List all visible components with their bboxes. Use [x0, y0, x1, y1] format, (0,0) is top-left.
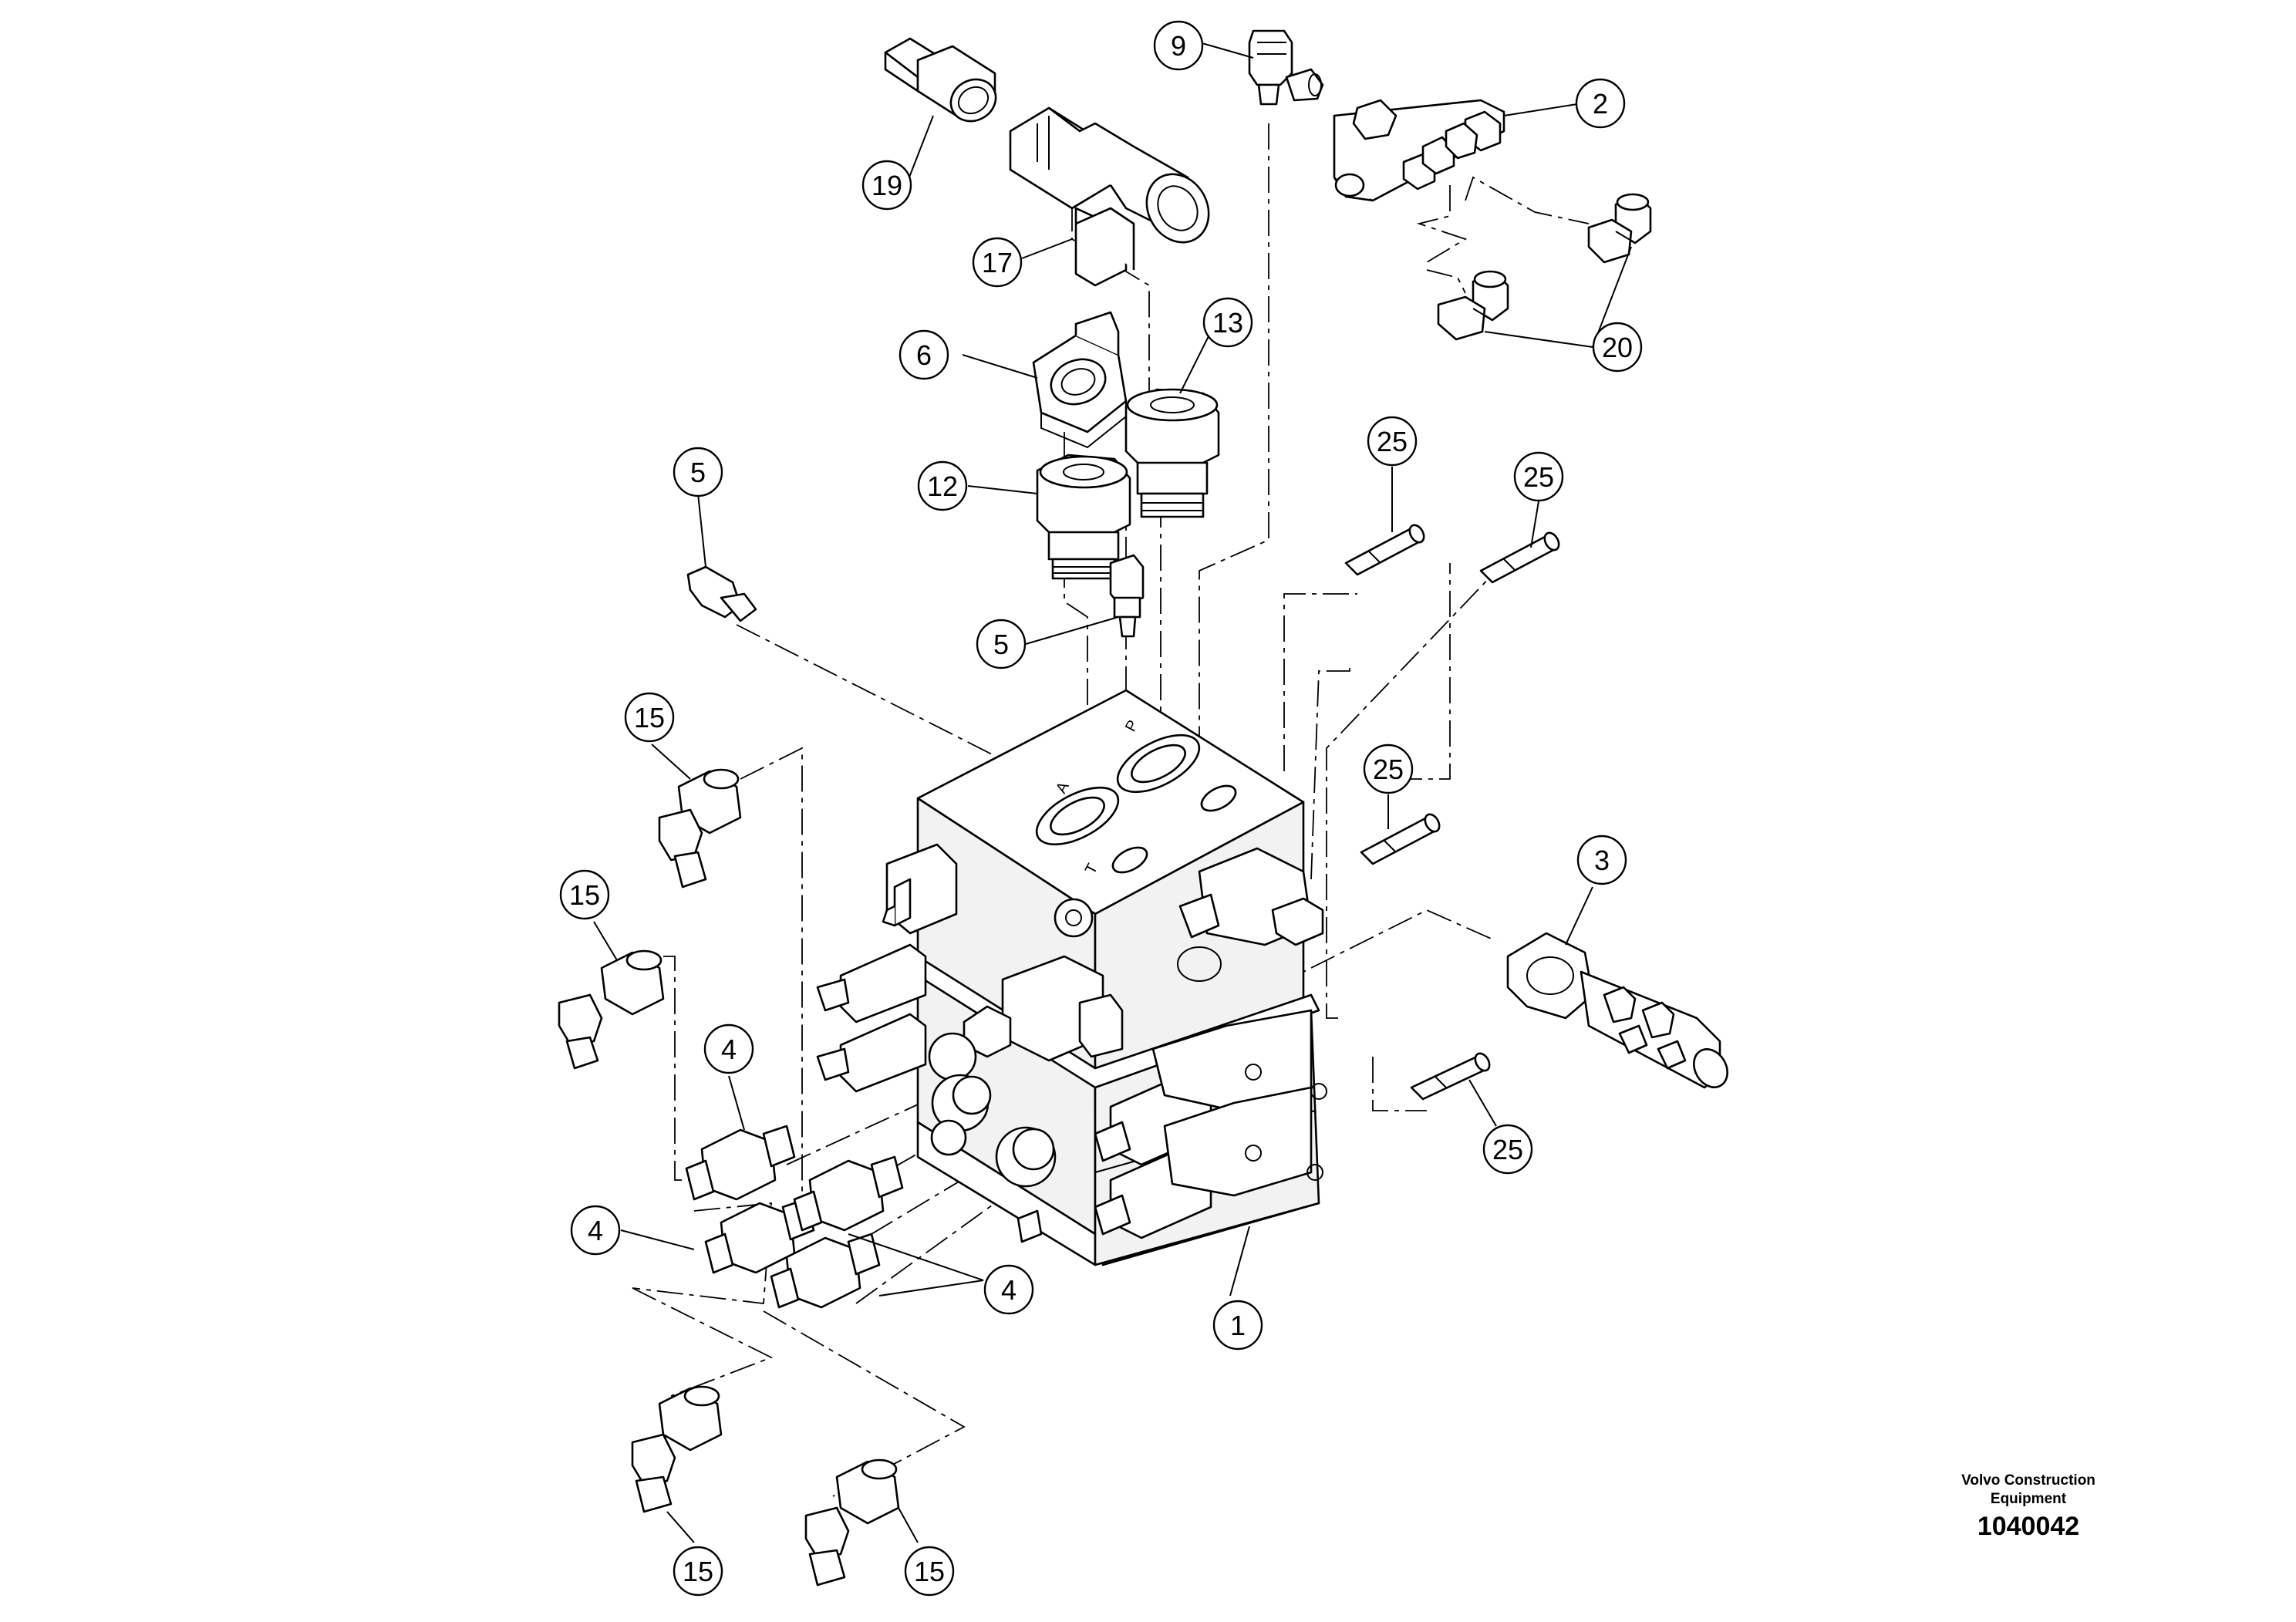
callout-6: 6	[899, 329, 949, 380]
callout-19: 19	[861, 160, 912, 211]
part-25-pin-3	[1360, 813, 1441, 865]
svg-text:6: 6	[916, 339, 932, 371]
callout-4-upper: 4	[703, 1023, 754, 1074]
brand-caption: Volvo Construction Equipment	[1905, 1472, 2152, 1509]
callout-20: 20	[1592, 322, 1643, 373]
document-number: 1040042	[1977, 1512, 2080, 1541]
svg-text:25: 25	[1377, 426, 1408, 457]
svg-text:13: 13	[1212, 307, 1243, 339]
part-1-valve-block: P A T	[816, 689, 1327, 1266]
callout-4-right: 4	[983, 1264, 1034, 1315]
part-3-shuttle-valve	[1506, 932, 1728, 1089]
part-5-sensor-upper	[1109, 554, 1145, 638]
svg-text:15: 15	[683, 1556, 713, 1587]
callout-25-lower: 25	[1482, 1124, 1533, 1175]
svg-text:15: 15	[569, 879, 600, 911]
callout-15-upper: 15	[624, 692, 675, 743]
callout-17: 17	[972, 237, 1023, 288]
callout-15-lower-right: 15	[904, 1546, 955, 1597]
svg-text:15: 15	[914, 1556, 945, 1587]
callout-9: 9	[1153, 20, 1204, 71]
part-6-nut	[1032, 311, 1128, 449]
part-2-distribution-manifold	[1333, 99, 1505, 202]
part-12-adapter	[1036, 454, 1131, 580]
callout-bubbles: 19 9 2 17 13 20 6 12	[559, 20, 1643, 1597]
callout-3: 3	[1576, 835, 1627, 885]
svg-text:1: 1	[1230, 1310, 1246, 1341]
callout-1: 1	[1212, 1300, 1263, 1351]
part-15-elbow-middle	[558, 949, 665, 1070]
part-15-elbow-lower-right	[804, 1458, 900, 1587]
part-25-pin-1	[1344, 524, 1425, 576]
part-15-elbow-lower-left	[631, 1385, 723, 1513]
callout-5-left: 5	[673, 447, 723, 497]
svg-text:4: 4	[721, 1034, 737, 1065]
part-13-adapter	[1124, 388, 1220, 518]
svg-text:4: 4	[1001, 1274, 1017, 1306]
part-19-straight-fitting	[884, 37, 997, 123]
callout-2: 2	[1575, 78, 1626, 129]
part-4-connector-4	[770, 1233, 881, 1309]
callout-5-center: 5	[976, 619, 1027, 669]
svg-text:20: 20	[1602, 332, 1633, 363]
part-5-sensor-left	[686, 565, 757, 622]
svg-text:9: 9	[1171, 30, 1186, 62]
callout-25-middle: 25	[1363, 744, 1414, 794]
callout-12: 12	[917, 460, 968, 511]
callout-4-left: 4	[570, 1205, 621, 1256]
brand-line-2: Equipment	[1990, 1491, 2067, 1507]
part-17-tee-fitting	[1009, 106, 1210, 287]
svg-text:5: 5	[993, 629, 1009, 660]
callout-25-upper-2: 25	[1513, 451, 1564, 502]
part-25-pin-4	[1410, 1052, 1491, 1101]
svg-text:15: 15	[634, 702, 665, 733]
part-4-connector-2	[704, 1198, 815, 1274]
part-25-pin-2	[1479, 531, 1560, 584]
svg-text:25: 25	[1492, 1134, 1523, 1165]
part-15-elbow-upper	[658, 768, 742, 889]
callout-15-middle: 15	[559, 869, 610, 920]
callout-25-upper-1: 25	[1367, 416, 1418, 467]
svg-text:5: 5	[690, 457, 706, 488]
callout-13: 13	[1202, 297, 1253, 348]
svg-text:17: 17	[982, 247, 1013, 278]
svg-text:19: 19	[872, 170, 902, 201]
brand-line-1: Volvo Construction	[1961, 1472, 2095, 1489]
part-9-elbow	[1248, 29, 1324, 106]
leader-lines	[593, 42, 1632, 1543]
part-20-elbow-lower	[1437, 270, 1509, 341]
part-4-connector-1	[685, 1125, 796, 1201]
svg-text:3: 3	[1594, 845, 1610, 876]
svg-text:25: 25	[1373, 754, 1404, 785]
part-20-elbow-upper	[1587, 193, 1652, 264]
part-4-connector-3	[793, 1155, 904, 1232]
svg-text:25: 25	[1523, 461, 1554, 493]
svg-text:12: 12	[927, 470, 958, 502]
svg-text:2: 2	[1593, 88, 1608, 120]
svg-text:4: 4	[588, 1215, 603, 1246]
callout-15-lower-left: 15	[673, 1546, 723, 1597]
